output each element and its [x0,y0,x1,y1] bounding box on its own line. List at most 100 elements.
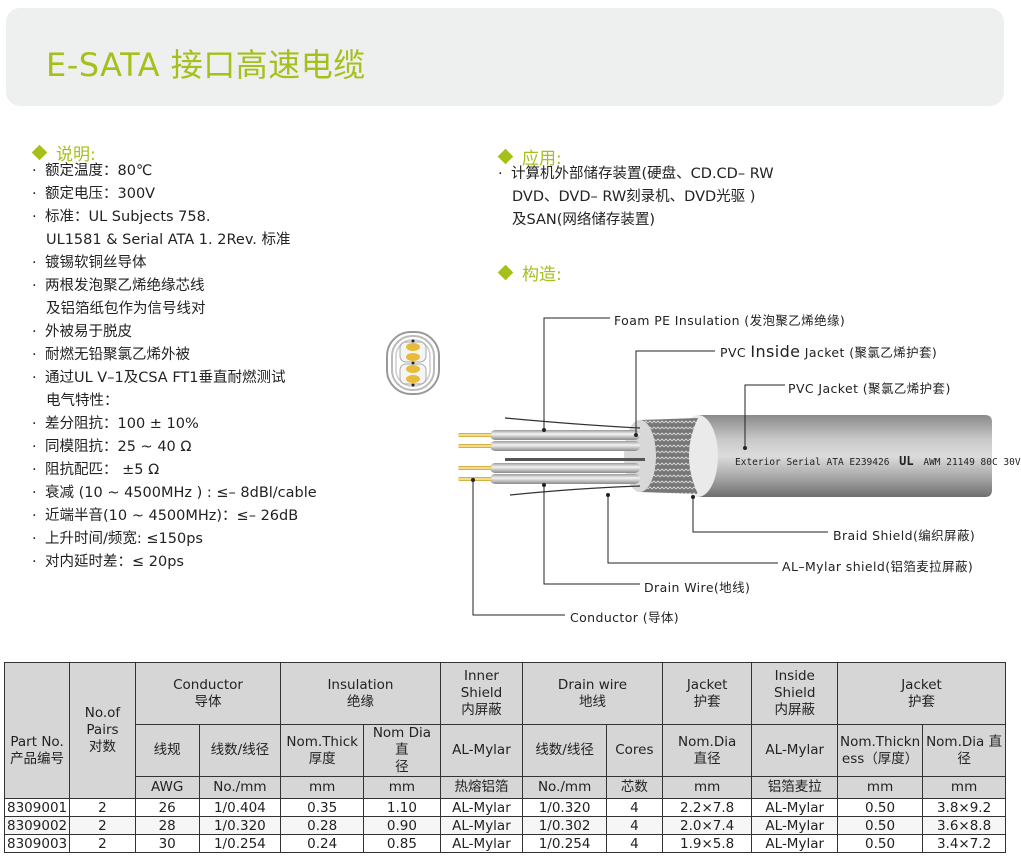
table-cell: AL-Mylar [439,816,524,835]
col-conductor-cn: 导体 [194,693,222,710]
label-pvc-prefix: PVC [720,345,751,360]
sub-ins-thick-cn: 厚度 [308,750,336,767]
bullet-dot-icon: · [32,416,37,432]
header-band [6,8,1004,106]
description-item: ·额定温度：80℃ [32,160,317,183]
col-part-no-en: Part No. [10,733,64,750]
col-outer-jacket-en: Jacket [901,676,942,693]
description-item-text: 对内延时差：≤ 20ps [45,554,184,570]
col-outer-jacket-cn: 护套 [908,693,935,710]
insulated-wire [490,441,640,451]
description-item: ·标准：UL Subjects 758. [32,206,317,229]
sub-jacket2-dia-l2: 径 [957,750,971,767]
table-cell: 28 [134,816,200,835]
table-cell: 2 [69,798,136,817]
label-drain-wire: Drain Wire(地线) [644,580,751,595]
description-item-text: 通过UL V–1及CSA FT1垂直耐燃测试 [45,370,286,386]
table-cell: 0.28 [280,816,365,835]
sub-jacket-dia-cn: 直径 [693,750,721,767]
table-cell: 3.4×7.2 [922,834,1006,853]
application-item: 及SAN(网络储存装置) [498,209,774,232]
description-item: ·镀锡软铜丝导体 [32,252,317,275]
description-item-text: 耐燃无铅聚氯乙烯外被 [45,347,190,363]
conductor [458,477,492,481]
bullet-dot-icon: · [32,531,37,547]
description-item-text: 近端半音(10 ~ 4500MHz)：≤– 26dB [45,508,299,524]
bullet-dot-icon: · [32,347,37,363]
description-item: UL1581 & Serial ATA 1. 2Rev. 标准 [32,229,317,252]
description-item-text: 上升时间/频宽: ≤150ps [45,531,203,547]
col-jacket-en: Jacket [686,676,728,693]
table-cell: 3.8×9.2 [922,798,1006,817]
table-cell: 0.35 [280,798,365,817]
col-part-no-cn: 产品编号 [10,750,65,767]
sub-jacket2-dia: Nom.Dia 直径 [922,724,1006,777]
unit-cell: mm [363,776,441,799]
label-foam-pe: Foam PE Insulation (发泡聚乙烯绝缘) [614,313,846,328]
table-cell: 4 [605,798,663,817]
label-pvc-inside-jacket: PVC Inside Jacket (聚氯乙烯护套) [720,342,937,361]
table-cell: 1/0.320 [198,816,282,835]
bullet-dot-icon: · [32,439,37,455]
table-cell: 3.6×8.8 [922,816,1006,835]
bullet-dot-icon: · [32,462,37,478]
conductor [458,433,492,437]
description-item: ·两根发泡聚乙烯绝缘芯线 [32,275,317,298]
unit-cell: 芯数 [605,776,663,799]
description-item-text: 阻抗配匹： ±5 Ω [45,462,160,478]
description-item-text: 及铝箔纸包作为信号线对 [46,301,206,317]
unit-cell: 热熔铝箔 [439,776,524,799]
table-cell: 1/0.254 [198,834,282,853]
bullet-dot-icon: · [32,508,37,524]
label-braid-shield: Braid Shield(编织屏蔽) [833,528,976,543]
table-cell: 0.85 [363,834,441,853]
sub-cond-strands: 线数/线径 [198,724,282,777]
table-cell: 0.90 [363,816,441,835]
bullet-dot-icon: · [32,163,37,179]
application-item-text: 计算机外部储存装置(硬盘、CD.CD– RW [511,166,774,182]
table-cell: 2.2×7.8 [661,798,753,817]
construction-heading: 构造: [497,260,562,285]
col-inside-shield-cn: 内屏蔽 [774,702,815,718]
table-cell: 1/0.404 [198,798,282,817]
col-conductor-en: Conductor [173,676,243,693]
bullet-dot-icon: · [32,370,37,386]
description-item: · 耐燃无铅聚氯乙烯外被 [32,344,317,367]
col-insulation-en: Insulation [327,676,394,693]
unit-cell: mm [280,776,365,799]
construction-heading-text: 构造: [522,265,562,285]
unit-cell: mm [836,776,924,799]
table-cell: AL-Mylar [751,834,838,853]
table-cell: AL-Mylar [751,816,838,835]
description-item-text: 差分阻抗：100 ± 10% [45,416,199,432]
table-cell: 1.9×5.8 [661,834,753,853]
table-cell: 1/0.320 [522,798,607,817]
bullet-dot-icon: · [32,554,37,570]
conductor [458,466,492,470]
col-part-no: Part No.产品编号 [3,662,71,799]
cable-print-rating: AWM 21149 80C 30V [923,457,1021,468]
table-cell: 1/0.254 [522,834,607,853]
table-cell: 0.50 [836,816,924,835]
description-item: ·外被易于脱皮 [32,321,317,344]
sub-inside-shield: AL-Mylar [751,724,838,777]
sub-drain-cores: Cores [605,724,663,777]
col-inside-shield-line1: Inside [774,668,815,684]
table-cell: 0.24 [280,834,365,853]
unit-cell: mm [922,776,1006,799]
insulated-wire [490,474,640,484]
col-inner-shield-en: Inner Shield [460,668,503,701]
label-al-mylar: AL–Mylar shield(铝箔麦拉屏蔽) [782,559,974,574]
col-drain-wire-en: Drain wire [557,676,628,693]
label-conductor: Conductor (导体) [570,610,680,625]
pvc-jacket [689,415,992,497]
sub-ins-dia-l1: Nom Dia 直 [372,725,432,758]
